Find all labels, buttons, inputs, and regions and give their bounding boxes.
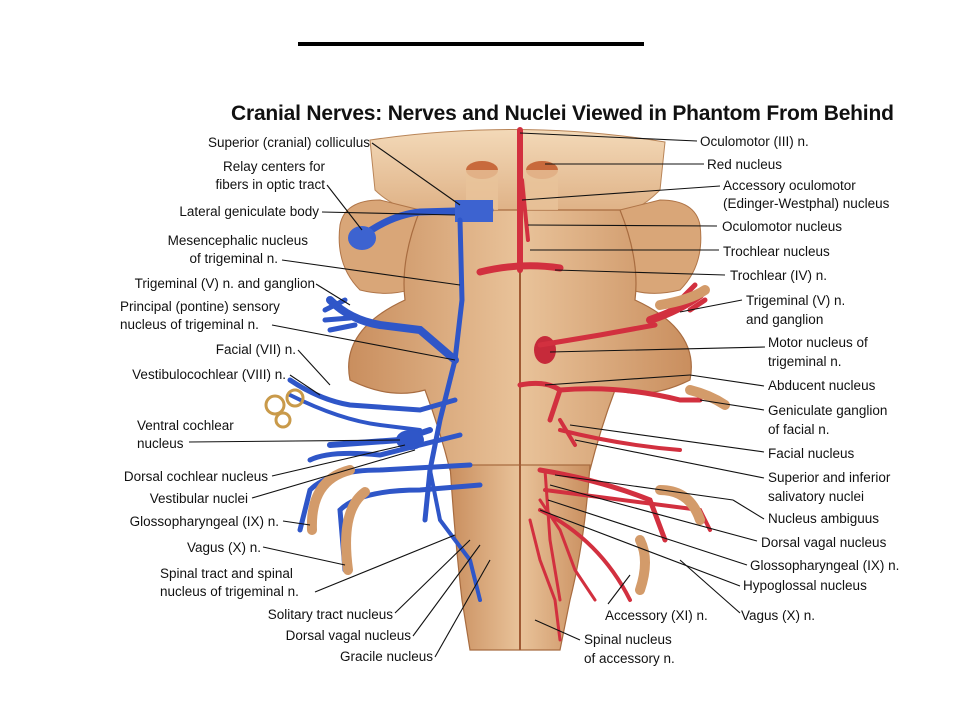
label-superior-colliculus: Superior (cranial) colliculus <box>207 135 370 150</box>
label-hypoglossal: Hypoglossal nucleus <box>743 578 867 593</box>
label-vestibular-nuclei: Vestibular nuclei <box>149 491 248 506</box>
label-spinal-tract-2: nucleus of trigeminal n. <box>160 584 299 599</box>
label-trigeminal-right-1: Trigeminal (V) n. <box>746 293 846 308</box>
label-trochlear-nucleus: Trochlear nucleus <box>723 244 830 259</box>
cochlea-coil <box>264 388 305 429</box>
label-relay-centers-1: Relay centers for <box>222 159 325 174</box>
label-facial-nerve: Facial (VII) n. <box>215 342 296 357</box>
label-oculomotor-nerve: Oculomotor (III) n. <box>700 134 809 149</box>
top-rule <box>298 42 644 46</box>
label-accessory-oculomotor-1: Accessory oculomotor <box>723 178 856 193</box>
label-vagus-left: Vagus (X) n. <box>186 540 261 555</box>
label-ambiguus: Nucleus ambiguus <box>768 511 880 526</box>
label-spinal-accessory-1: Spinal nucleus <box>584 632 672 647</box>
label-motor-nucleus-1: Motor nucleus of <box>768 335 868 350</box>
label-gracile: Gracile nucleus <box>339 649 433 664</box>
label-solitary-tract: Solitary tract nucleus <box>267 607 393 622</box>
label-relay-centers-2: fibers in optic tract <box>215 177 325 192</box>
label-red-nucleus: Red nucleus <box>707 157 783 172</box>
label-abducent: Abducent nucleus <box>768 378 876 393</box>
label-vagus-right: Vagus (X) n. <box>741 608 816 623</box>
label-spinal-accessory-2: of accessory n. <box>584 651 675 666</box>
label-trochlear-nerve: Trochlear (IV) n. <box>730 268 828 283</box>
label-geniculate-2: of facial n. <box>768 422 830 437</box>
label-trigeminal-ganglion: Trigeminal (V) n. and ganglion <box>134 276 315 291</box>
diagram-title: Cranial Nerves: Nerves and Nuclei Viewed… <box>231 102 894 125</box>
label-salivatory-2: salivatory nuclei <box>768 489 865 504</box>
label-lateral-geniculate: Lateral geniculate body <box>179 204 319 219</box>
label-facial-nucleus: Facial nucleus <box>768 446 855 461</box>
label-glossopharyngeal-left: Glossopharyngeal (IX) n. <box>129 514 279 529</box>
label-mesencephalic-2: of trigeminal n. <box>189 251 278 266</box>
label-accessory-oculomotor-2: (Edinger-Westphal) nucleus <box>723 196 890 211</box>
label-spinal-tract-1: Spinal tract and spinal <box>160 566 293 581</box>
label-ventral-cochlear-2: nucleus <box>137 436 184 451</box>
label-glossopharyngeal-right: Glossopharyngeal (IX) n. <box>750 558 900 573</box>
label-principal-1: Principal (pontine) sensory <box>120 299 280 314</box>
label-principal-2: nucleus of trigeminal n. <box>120 317 259 332</box>
label-dorsal-vagal-right: Dorsal vagal nucleus <box>761 535 887 550</box>
label-oculomotor-nucleus: Oculomotor nucleus <box>722 219 843 234</box>
leader-lines <box>188 132 766 658</box>
label-motor-nucleus-2: trigeminal n. <box>768 354 842 369</box>
label-trigeminal-right-2: and ganglion <box>746 312 824 327</box>
label-dorsal-vagal-left: Dorsal vagal nucleus <box>285 628 411 643</box>
label-vestibulocochlear: Vestibulocochlear (VIII) n. <box>132 367 286 382</box>
label-accessory-nerve: Accessory (XI) n. <box>605 608 708 623</box>
left-nerve-stalks <box>306 465 370 575</box>
label-mesencephalic-1: Mesencephalic nucleus <box>167 233 308 248</box>
label-ventral-cochlear-1: Ventral cochlear <box>137 418 234 433</box>
label-salivatory-1: Superior and inferior <box>768 470 891 485</box>
label-geniculate-1: Geniculate ganglion <box>768 403 888 418</box>
label-dorsal-cochlear: Dorsal cochlear nucleus <box>123 469 268 484</box>
